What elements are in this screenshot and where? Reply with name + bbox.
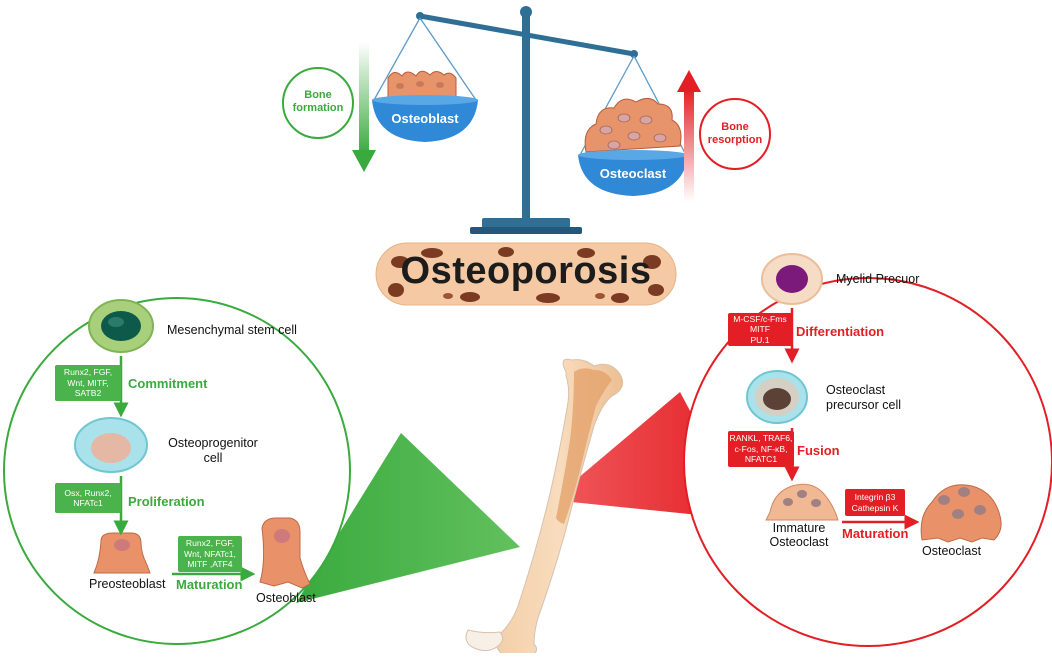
- bone-formation-arrow: [282, 42, 376, 172]
- bone-resorption-arrow: [677, 70, 771, 202]
- maturation-label-right: Maturation: [842, 526, 909, 541]
- osteoclast-precursor-label: Osteoclast precursor cell: [826, 383, 902, 412]
- osteoblast-icon: [259, 517, 311, 589]
- maturation-factors-right: Integrin β3 Cathepsin K: [845, 489, 905, 516]
- immature-osteoclast-icon: [765, 483, 839, 521]
- proliferation-label: Proliferation: [128, 494, 205, 509]
- osteoprogenitor-label: Osteoprogenitor cell: [168, 436, 258, 465]
- osteoprogenitor-cell-icon: [74, 417, 148, 473]
- maturation-factors-left: Runx2, FGF, Wnt, NFATc1, MITF ,ATF4: [178, 536, 242, 572]
- fusion-factors: RANKL, TRAF6, c-Fos, NF-κB, NFATC1: [728, 431, 794, 467]
- osteoblast-label: Osteoblast: [256, 591, 316, 605]
- osteoclast-pan-label: Osteoclast: [599, 166, 667, 181]
- commitment-label: Commitment: [128, 376, 208, 391]
- osteoblast-pan-label: Osteoblast: [391, 111, 459, 126]
- osteoporosis-banner: [375, 242, 677, 306]
- proliferation-factors: Osx, Runx2, NFATc1: [55, 483, 121, 513]
- differentiation-factors: M-CSF/c-Fms MITF PU.1: [728, 313, 792, 346]
- page-title: Osteoporosis: [400, 250, 652, 292]
- osteoblast-pan: [372, 70, 478, 142]
- bone-formation-label: Bone formation: [292, 89, 344, 114]
- immature-osteoclast-label: Immature Osteoclast: [769, 521, 829, 549]
- osteoclast-pan: [578, 98, 688, 196]
- maturation-label-left: Maturation: [176, 577, 243, 592]
- preosteoblast-label: Preosteoblast: [89, 577, 166, 591]
- msc-label: Mesenchymal stem cell: [167, 323, 297, 337]
- myeloid-precursor-icon: [761, 253, 823, 305]
- differentiation-label: Differentiation: [796, 324, 885, 339]
- bone-resorption-label: Bone resorption: [707, 121, 763, 146]
- green-connector: [296, 433, 520, 603]
- preosteoblast-icon: [93, 532, 151, 574]
- mesenchymal-stem-cell-icon: [88, 299, 154, 353]
- long-bone-icon: [465, 358, 624, 658]
- fusion-label: Fusion: [797, 443, 840, 458]
- myeloid-precursor-label: Myelid Precuor: [836, 272, 920, 286]
- osteoclast-label: Osteoclast: [922, 544, 982, 558]
- osteoclast-cell-icon: [920, 484, 1002, 543]
- commitment-factors: Runx2, FGF, Wnt, MITF, SATB2: [55, 365, 121, 401]
- osteoclast-precursor-icon: [746, 370, 808, 424]
